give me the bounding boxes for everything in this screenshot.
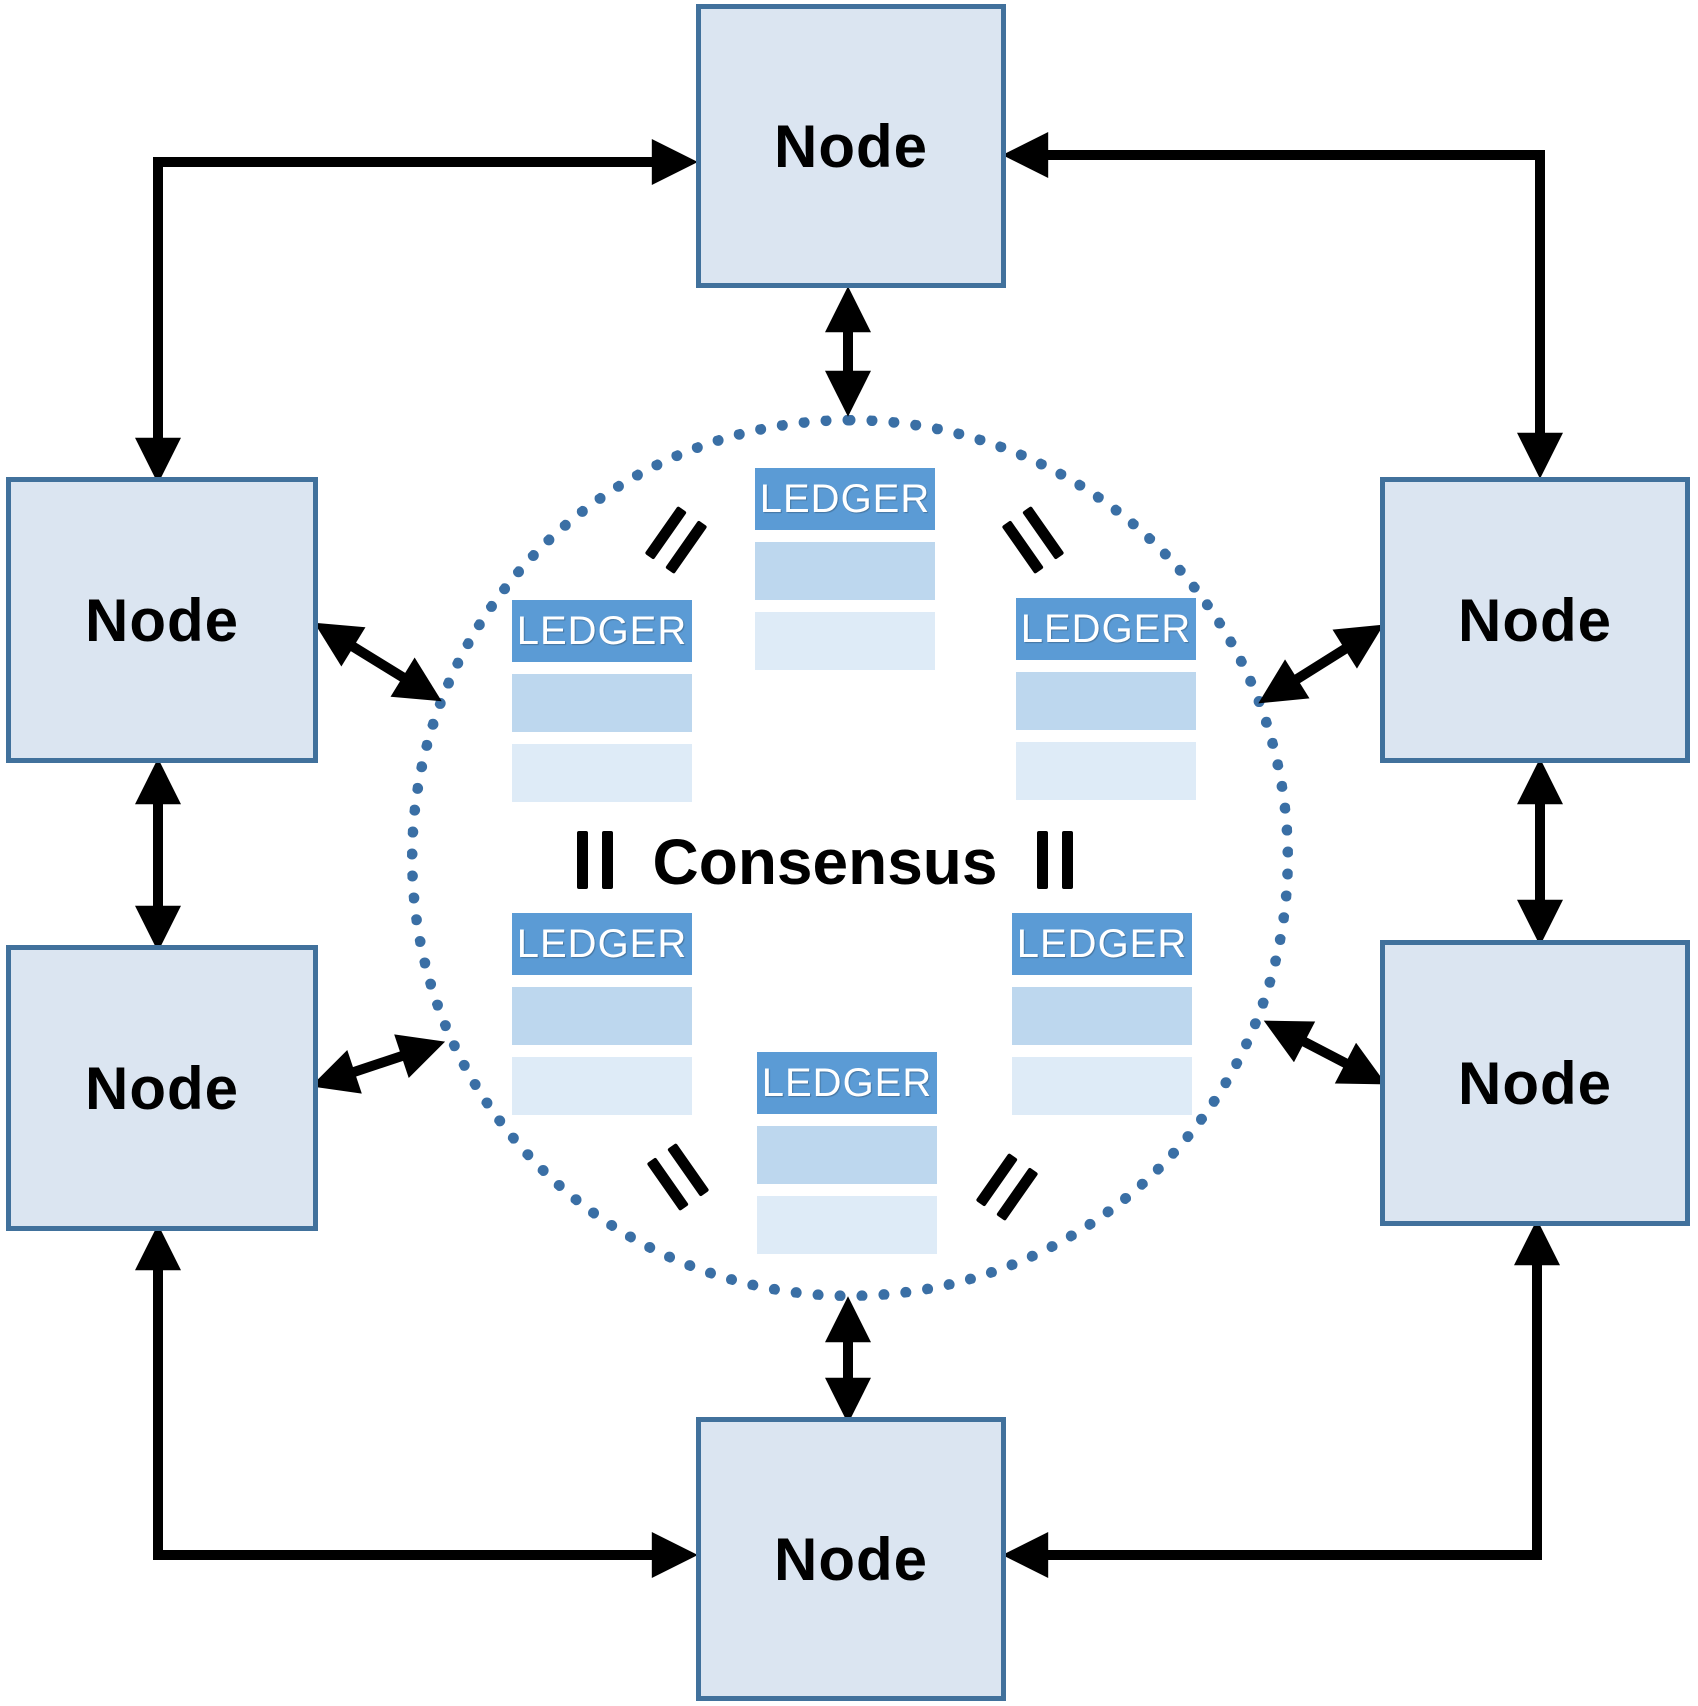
ledger-row xyxy=(757,1126,937,1184)
ledger-header: LEDGER xyxy=(755,468,935,530)
ledger-row xyxy=(1016,672,1196,730)
arrow-elbow-top-left-node-to-top-node xyxy=(135,139,698,484)
ledger-row xyxy=(755,542,935,600)
arrow-right-upper-node-to-circle xyxy=(1258,624,1384,704)
ledger-table-top: LEDGER xyxy=(755,468,935,670)
ledger-table-upper-right: LEDGER xyxy=(1016,598,1196,800)
ledger-row xyxy=(1012,987,1192,1045)
arrow-left-upper-node-to-circle xyxy=(314,622,442,702)
arrow-left-lower-node-to-circle xyxy=(310,1034,446,1094)
ledger-row xyxy=(1012,1057,1192,1115)
node-label: Node xyxy=(1458,586,1612,654)
node-box-left-upper: Node xyxy=(6,477,318,763)
node-box-top: Node xyxy=(696,4,1006,288)
consensus-circle xyxy=(407,415,1293,1301)
node-box-left-lower: Node xyxy=(6,945,318,1231)
ledger-row xyxy=(512,674,692,732)
node-label: Node xyxy=(774,1525,928,1593)
ledger-table-lower-right: LEDGER xyxy=(1012,913,1192,1115)
ledger-header: LEDGER xyxy=(512,600,692,662)
ledger-row xyxy=(512,744,692,802)
arrow-elbow-bottom-node-to-right-lower-node xyxy=(1002,1219,1560,1578)
node-label: Node xyxy=(85,1054,239,1122)
ledger-row xyxy=(512,987,692,1045)
node-label: Node xyxy=(1458,1049,1612,1117)
ledger-header: LEDGER xyxy=(512,913,692,975)
node-box-right-lower: Node xyxy=(1380,940,1690,1226)
node-label: Node xyxy=(774,112,928,180)
arrow-elbow-left-lower-node-to-bottom-node xyxy=(135,1224,698,1578)
ledger-row xyxy=(755,612,935,670)
ledger-header: LEDGER xyxy=(1016,598,1196,660)
consensus-title: Consensus xyxy=(652,826,998,898)
arrow-elbow-top-node-to-right-upper-node xyxy=(1002,132,1563,479)
ledger-header: LEDGER xyxy=(1012,913,1192,975)
ledger-table-bottom: LEDGER xyxy=(757,1052,937,1254)
node-label: Node xyxy=(85,586,239,654)
ledger-row xyxy=(757,1196,937,1254)
node-box-bottom: Node xyxy=(696,1417,1006,1701)
node-box-right-upper: Node xyxy=(1380,477,1690,763)
ledger-table-upper-left: LEDGER xyxy=(512,600,692,802)
ledger-header: LEDGER xyxy=(757,1052,937,1114)
arrow-right-lower-node-to-circle xyxy=(1263,1020,1387,1085)
ledger-row xyxy=(512,1057,692,1115)
ledger-table-lower-left: LEDGER xyxy=(512,913,692,1115)
ledger-row xyxy=(1016,742,1196,800)
